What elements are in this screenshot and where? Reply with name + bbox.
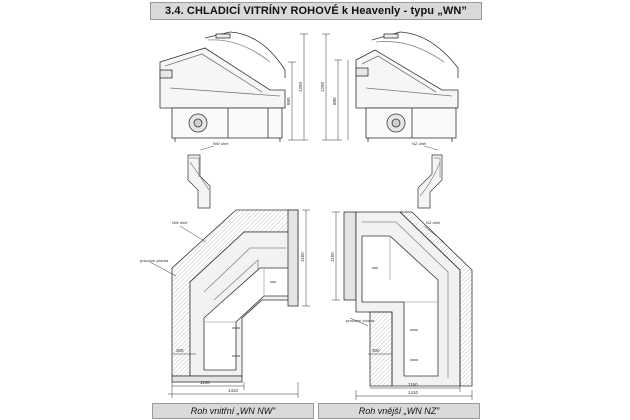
right-bottom-b: 1410	[408, 390, 419, 395]
right-plan-dimensions	[332, 211, 473, 400]
left-height-a: 880	[286, 97, 291, 105]
left-depth: 300	[176, 348, 184, 353]
nz-label-plan: NZ úhel	[426, 220, 440, 225]
left-bottom-a: 1160	[200, 380, 210, 385]
right-plan-side: 1160	[330, 252, 335, 262]
left-bottom-b: 1410	[228, 388, 239, 393]
page-title: 3.4. CHLADICÍ VITRÍNY ROHOVÉ k Heavenly …	[150, 2, 482, 20]
left-height-b: 1250	[298, 81, 303, 92]
right-corner-detail	[417, 145, 443, 209]
right-depth: 300	[372, 348, 380, 353]
caption-outer-corner: Roh vnější „WN NZ”	[318, 403, 480, 419]
left-plan-side: 1160	[300, 252, 305, 262]
right-side-elevation	[322, 31, 459, 142]
nw-label-top: NW úhel	[213, 141, 228, 146]
left-plan-view	[171, 209, 299, 383]
left-corner-detail	[187, 145, 215, 209]
nw-label-plan: NW úhel	[172, 220, 187, 225]
shelf-label-right: pracovní plocha	[346, 318, 375, 323]
left-side-elevation	[159, 31, 308, 142]
right-plan-view	[343, 211, 473, 387]
right-bottom-a: 1160	[408, 382, 418, 387]
caption-inner-corner: Roh vnitřní „WN NW”	[152, 403, 314, 419]
right-height-b: 1250	[320, 81, 325, 92]
right-height-a: 880	[332, 97, 337, 105]
shelf-label-left: pracovní plocha	[140, 258, 169, 263]
nz-label-top: NZ úhel	[412, 141, 426, 146]
left-plan-dimensions	[149, 209, 310, 398]
